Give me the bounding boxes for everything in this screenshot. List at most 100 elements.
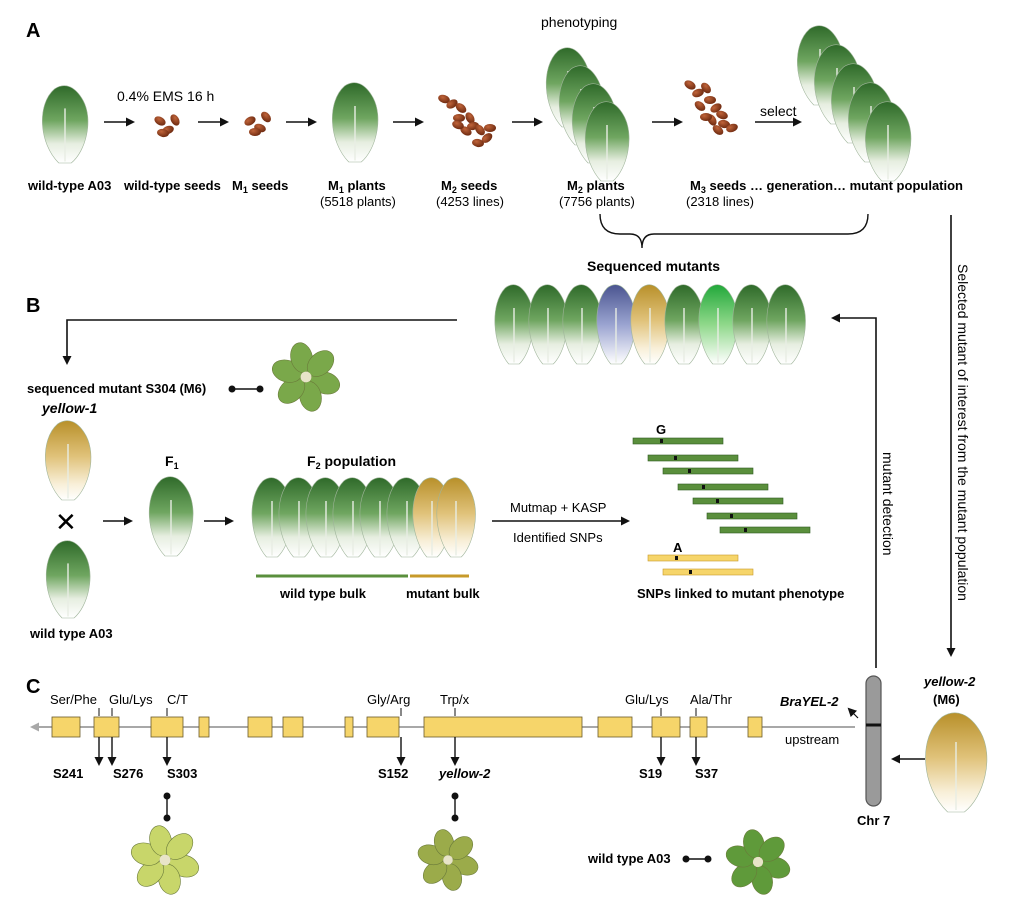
stage-count: (2318 lines) [686,194,754,209]
substitution-label: C/T [167,692,188,707]
panel-label-c: C [26,676,40,698]
cabbage-icon [596,284,636,365]
seed-icon [481,133,493,143]
panel-label-b: B [26,295,40,317]
seed-icon [453,114,465,122]
seedling-center [443,855,453,865]
cabbage-icon [585,101,630,182]
exon-box [747,716,763,738]
allele-label: S303 [167,766,197,781]
ems-treatment-label: 0.4% EMS 16 h [117,88,214,104]
seed-icon [465,112,475,124]
exon-box [282,716,304,738]
allele-label: yellow-2 [438,766,491,781]
exon-box [150,716,184,738]
connector-dot [163,814,171,822]
exon-box [247,716,273,738]
select-label: select [760,103,797,119]
sequencing-reads [632,437,811,576]
cabbage-icon [698,284,738,365]
seed-icon [692,88,704,98]
f2-label: F2 population [307,453,396,471]
stage-count: (4253 lines) [436,194,504,209]
gene-pointer-arrow [847,707,859,719]
panel-label-a: A [26,20,40,42]
yellow2-label: yellow-2 [923,674,976,689]
snp-marker [702,485,705,489]
snp-read-green [692,497,784,505]
seed-icon [484,124,496,132]
cabbage-icon [865,101,912,182]
snp-read-green [647,454,739,462]
seedling-icon [271,342,341,412]
snp-read-yellow [662,568,754,576]
f1-label: F1 [165,453,179,471]
connector-dot [256,385,264,393]
seed-icon [446,99,458,109]
cabbage-icon [664,284,704,365]
cabbage-icon [562,284,602,365]
stage-label: M1 seeds [232,178,288,195]
snp-read-green [706,512,798,520]
seed-icon [157,128,169,138]
exon-box [198,716,210,738]
connector-dot [228,385,236,393]
cabbage-icon [332,82,379,163]
snp-read-yellow [647,554,739,562]
exon-box [344,716,354,738]
allele-label: S152 [378,766,408,781]
substitution-label: Ser/Phe [50,692,97,707]
seed-icon [712,125,724,135]
wild-type-bulk-label: wild type bulk [279,586,367,601]
seed-icon [694,101,706,111]
allele-label: S241 [53,766,83,781]
seed-illustrations [154,80,738,148]
snp-read-green [719,526,811,534]
upstream-label: upstream [785,732,839,747]
stage-label: M2 seeds [441,178,497,195]
cabbage-icon [732,284,772,365]
seed-icon [716,110,728,120]
method-label: Mutmap + KASP [510,500,606,515]
stage-label: M1 plants [328,178,386,195]
yellow1-label: yellow-1 [41,400,97,416]
cabbage-icon [528,284,568,365]
exon-box [651,716,681,738]
cabbage-icon [149,476,194,557]
substitution-label: Glu/Lys [625,692,669,707]
substitution-label: Trp/x [440,692,470,707]
identified-snps-label: Identified SNPs [513,530,603,545]
snp-read-green [677,483,769,491]
seed-icon [249,128,261,136]
seed-icon [704,96,716,104]
m6-label: (M6) [933,692,960,707]
cabbage-icon [46,540,91,619]
wild-type-seedling-label: wild type A03 [587,851,671,866]
arrow [62,319,457,365]
seed-icon [700,113,712,121]
snps-linked-label: SNPs linked to mutant phenotype [637,586,844,601]
exon-box [597,716,633,738]
connector-dot [163,792,171,800]
seed-icon [718,119,730,129]
selection-brace [599,213,869,249]
stage-label: M2 plants [567,178,625,195]
seed-icon [726,123,738,133]
snp-marker [689,570,692,574]
cabbage-icon [42,85,89,164]
cabbage-icon [494,284,534,365]
snp-marker [744,528,747,532]
seed-icon [475,124,485,136]
gene-name: BraYEL-2 [780,694,839,709]
allele-label: S37 [695,766,718,781]
allele-label: S276 [113,766,143,781]
connector-dot [704,855,712,863]
seed-icon [452,120,464,130]
allele-label: S19 [639,766,662,781]
exon-boxes [51,716,763,738]
seedling-center [752,856,764,868]
seed-icon [244,116,256,126]
substitution-label: Gly/Arg [367,692,410,707]
seedling-icon [130,825,200,895]
